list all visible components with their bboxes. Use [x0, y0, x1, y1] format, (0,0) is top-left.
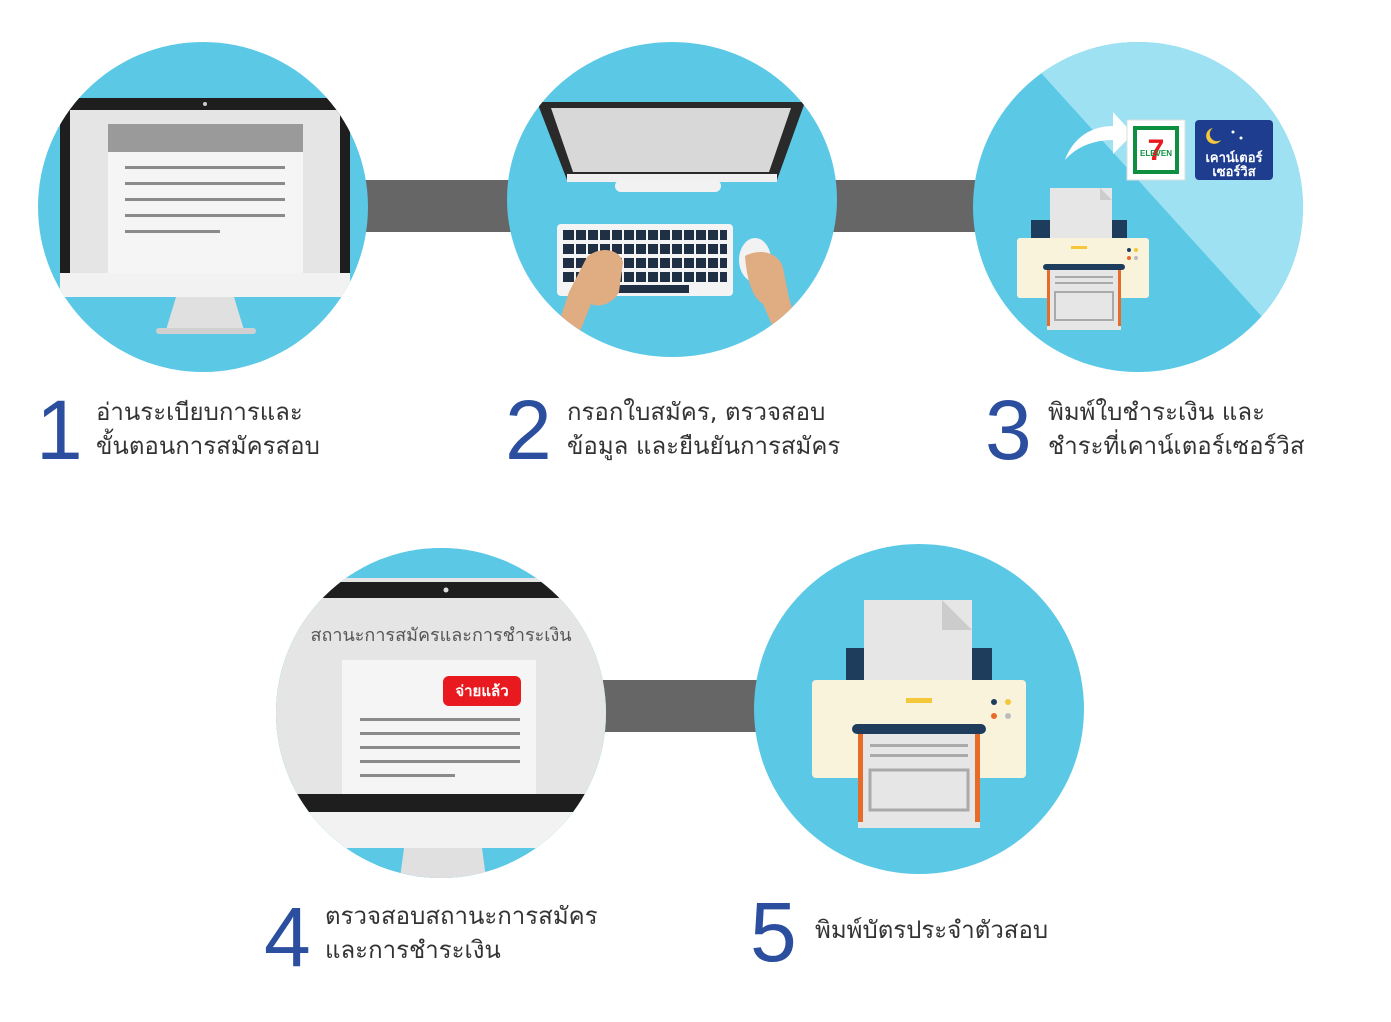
- step-1-number: 1: [36, 383, 83, 477]
- step-2-line-1: กรอกใบสมัคร, ตรวจสอบ: [567, 398, 826, 426]
- counter-service-logo: เคาน์เตอร์ เซอร์วิส: [1195, 120, 1273, 180]
- step-4-illustration: สถานะการสมัครและการชำระเงิน จ่ายแล้ว: [276, 548, 606, 878]
- step-4-line-1: ตรวจสอบสถานะการสมัคร: [325, 902, 598, 930]
- step-2-illustration: [507, 42, 837, 357]
- step-4-line-2: และการชำระเงิน: [325, 936, 501, 964]
- step-3-line-2: ชำระที่เคาน์เตอร์เซอร์วิส: [1048, 432, 1305, 460]
- step-5-illustration: [754, 544, 1084, 874]
- step-1-illustration: [38, 42, 368, 372]
- paid-badge: จ่ายแล้ว: [443, 676, 521, 706]
- step-2-number: 2: [505, 383, 552, 477]
- step-4-number: 4: [264, 890, 311, 984]
- status-screen-title: สถานะการสมัครและการชำระเงิน: [310, 625, 572, 646]
- step-3-label: พิมพ์ใบชำระเงิน และ ชำระที่เคาน์เตอร์เซอ…: [1048, 395, 1305, 463]
- step-4-label: ตรวจสอบสถานะการสมัคร และการชำระเงิน: [325, 899, 598, 967]
- svg-text:เคาน์เตอร์: เคาน์เตอร์: [1205, 150, 1262, 166]
- svg-text:เซอร์วิส: เซอร์วิส: [1212, 164, 1255, 180]
- step-2-label: กรอกใบสมัคร, ตรวจสอบ ข้อมูล และยืนยันการ…: [567, 395, 840, 463]
- seven-eleven-logo: 7 ELEVEN: [1126, 119, 1186, 181]
- step-1-label: อ่านระเบียบการและ ขั้นตอนการสมัครสอบ: [96, 395, 320, 463]
- step-3-number: 3: [985, 383, 1032, 477]
- step-5-line-1: พิมพ์บัตรประจำตัวสอบ: [815, 916, 1049, 944]
- step-5-label: พิมพ์บัตรประจำตัวสอบ: [815, 913, 1048, 947]
- svg-text:ELEVEN: ELEVEN: [1140, 149, 1172, 158]
- step-2-line-2: ข้อมูล และยืนยันการสมัคร: [567, 432, 841, 460]
- step-3-line-1: พิมพ์ใบชำระเงิน และ: [1048, 398, 1265, 426]
- step-1-line-2: ขั้นตอนการสมัครสอบ: [96, 432, 320, 460]
- step-3-illustration: 7 ELEVEN เคาน์เตอร์ เซอร์วิส: [973, 42, 1303, 372]
- step-1-line-1: อ่านระเบียบการและ: [96, 398, 303, 426]
- step-5-number: 5: [750, 885, 797, 979]
- svg-text:7: 7: [1148, 134, 1165, 167]
